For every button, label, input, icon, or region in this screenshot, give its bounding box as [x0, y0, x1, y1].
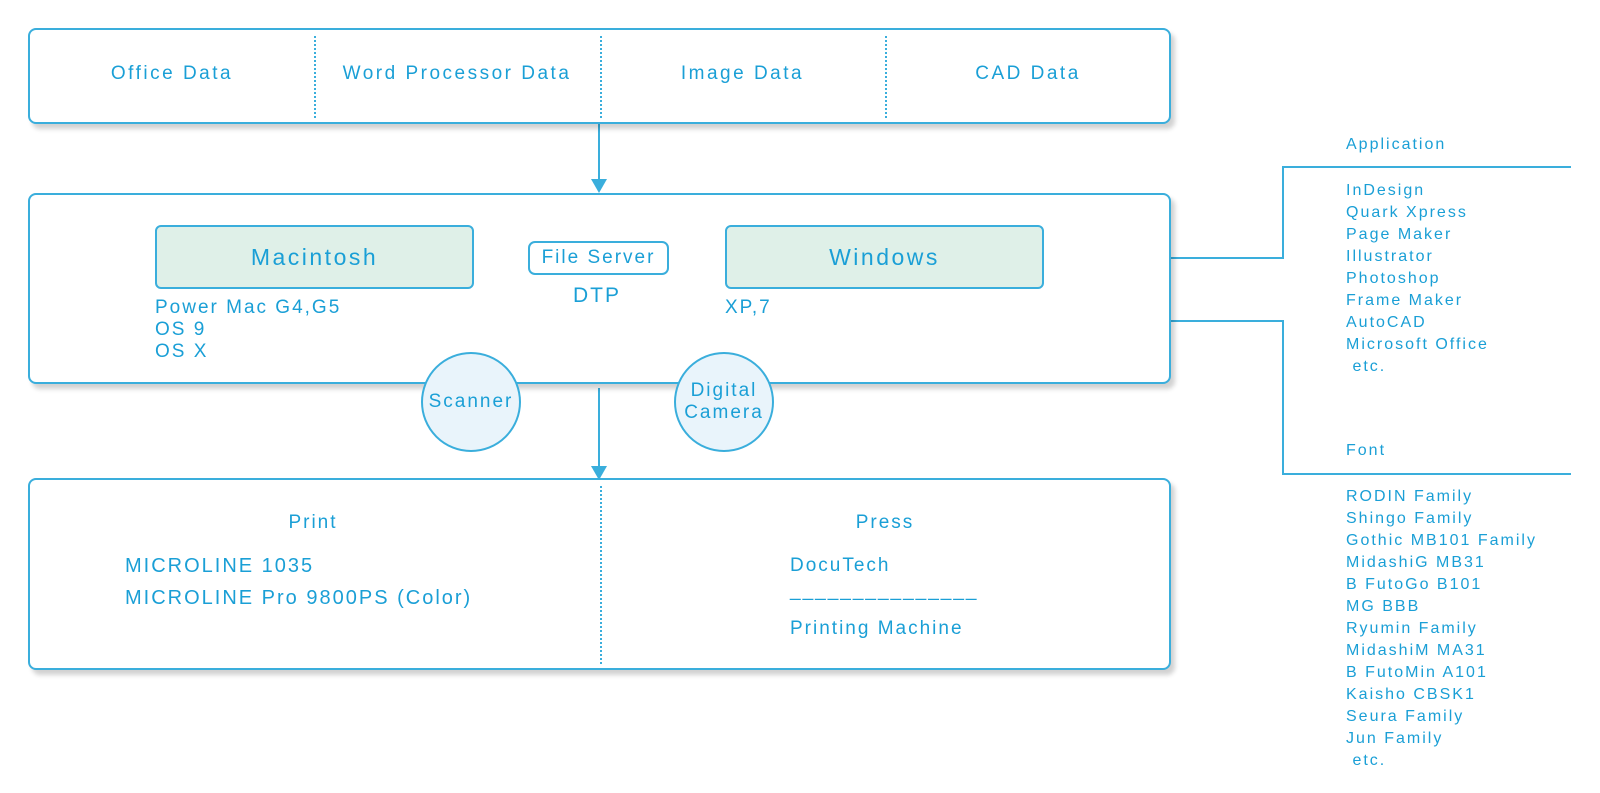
font-item: Seura Family	[1346, 708, 1465, 725]
font-item: Kaisho CBSK1	[1346, 686, 1476, 703]
font-item: etc.	[1346, 752, 1387, 769]
output-box	[28, 478, 1171, 670]
application-bracket	[1125, 166, 1571, 259]
press-item-docutech: DocuTech	[790, 555, 891, 576]
font-item: Jun Family	[1346, 730, 1444, 747]
camera-line-1: Digital	[690, 380, 758, 401]
application-item: Frame Maker	[1346, 292, 1464, 309]
digital-camera-label: Digital Camera	[684, 380, 764, 424]
dtp-label: DTP	[573, 284, 621, 307]
font-item: MG BBB	[1346, 598, 1421, 615]
scanner-label: Scanner	[428, 391, 514, 412]
press-title: Press	[855, 512, 915, 533]
mac-specs: Power Mac G4,G5 OS 9 OS X	[155, 297, 341, 363]
word-processor-data-label: Word Processor Data	[342, 63, 572, 84]
divider	[600, 486, 602, 664]
macintosh-box: Macintosh	[155, 225, 474, 289]
application-item: AutoCAD	[1346, 314, 1427, 331]
cad-data-label: CAD Data	[975, 63, 1081, 84]
font-item: Gothic MB101 Family	[1346, 532, 1537, 549]
print-items: MICROLINE 1035 MICROLINE Pro 9800PS (Col…	[125, 555, 472, 609]
font-item: MidashiG MB31	[1346, 554, 1486, 571]
font-title: Font	[1346, 442, 1387, 459]
application-item: Page Maker	[1346, 226, 1453, 243]
font-item: MidashiM MA31	[1346, 642, 1487, 659]
font-item: Ryumin Family	[1346, 620, 1478, 637]
font-item: RODIN Family	[1346, 488, 1474, 505]
windows-specs: XP,7	[725, 297, 772, 318]
font-item: B FutoGo B101	[1346, 576, 1483, 593]
application-item: InDesign	[1346, 182, 1426, 199]
office-data-label: Office Data	[110, 63, 234, 84]
mac-spec-item: OS X	[155, 341, 209, 362]
divider	[885, 36, 887, 118]
application-title: Application	[1346, 136, 1447, 153]
print-item: MICROLINE Pro 9800PS (Color)	[125, 587, 473, 609]
scanner-circle: Scanner	[421, 352, 521, 452]
data-sources-box: Office Data Word Processor Data Image Da…	[28, 28, 1171, 124]
application-item: Illustrator	[1346, 248, 1434, 265]
font-item: Shingo Family	[1346, 510, 1474, 527]
press-separator: _______________	[790, 580, 979, 601]
divider	[600, 36, 602, 118]
application-item: Photoshop	[1346, 270, 1441, 287]
print-title: Print	[288, 512, 338, 533]
image-data-label: Image Data	[680, 63, 805, 84]
mac-spec-item: OS 9	[155, 319, 207, 340]
font-item: B FutoMin A101	[1346, 664, 1488, 681]
camera-line-2: Camera	[684, 402, 764, 423]
application-item: Microsoft Office	[1346, 336, 1489, 353]
windows-box: Windows	[725, 225, 1044, 289]
application-item: etc.	[1346, 358, 1387, 375]
print-item: MICROLINE 1035	[125, 555, 315, 577]
press-item-printing-machine: Printing Machine	[790, 618, 964, 639]
application-item: Quark Xpress	[1346, 204, 1468, 221]
divider	[314, 36, 316, 118]
file-server-box: File Server	[528, 241, 669, 275]
mac-spec-item: Power Mac G4,G5	[155, 297, 342, 318]
font-list: RODIN Family Shingo Family Gothic MB101 …	[1346, 486, 1537, 772]
font-bracket	[1125, 320, 1571, 475]
digital-camera-circle: Digital Camera	[674, 352, 774, 452]
application-list: InDesign Quark Xpress Page Maker Illustr…	[1346, 180, 1489, 378]
